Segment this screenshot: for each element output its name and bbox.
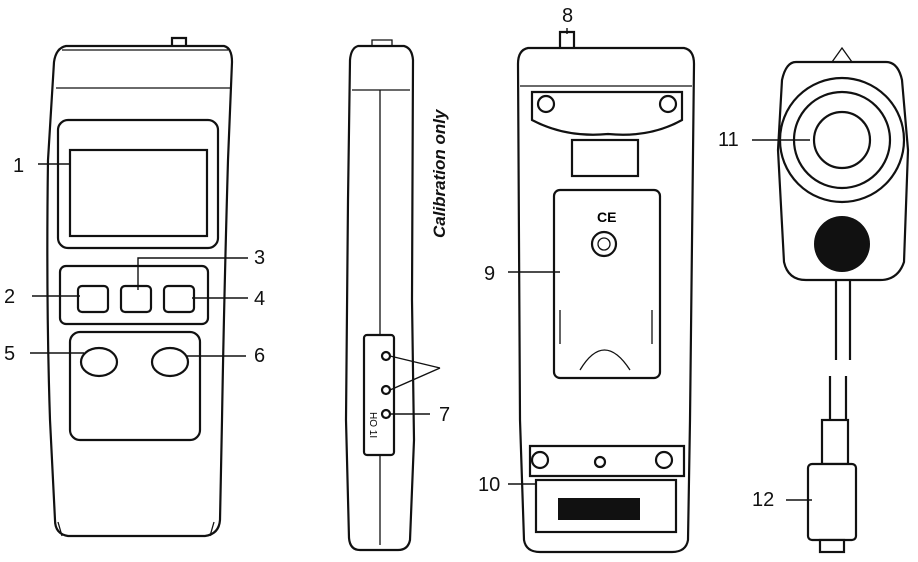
- lcd-display: [68, 148, 209, 238]
- button-right[interactable]: [162, 284, 196, 314]
- callout-3: 3: [254, 247, 265, 269]
- tripod-mount: [590, 230, 618, 258]
- plug-connector[interactable]: [806, 462, 858, 542]
- switch-label: HO 1I: [367, 412, 378, 438]
- back-top-plate: [530, 90, 684, 136]
- callout-10: 10: [478, 474, 500, 496]
- sensor-cable-lower: [828, 376, 848, 420]
- back-top-connector: [558, 30, 576, 48]
- plug-sleeve: [820, 418, 850, 466]
- calibration-screw-upper[interactable]: [380, 350, 392, 362]
- callout-5: 5: [4, 343, 15, 365]
- front-top-connector: [170, 36, 188, 46]
- button-middle[interactable]: [119, 284, 153, 314]
- screw-bottom-left: [530, 450, 550, 470]
- callout-9: 9: [484, 263, 495, 285]
- screw-bottom-right: [654, 450, 674, 470]
- callout-1: 1: [13, 155, 24, 177]
- sensor-cable-upper: [834, 280, 852, 360]
- callout-numbers: 1 2 3 4 5 6 7 8 9 10 11 12: [4, 5, 774, 511]
- sensor-probe: [776, 46, 910, 554]
- callout-11: 11: [718, 129, 739, 151]
- tilt-stand[interactable]: [552, 188, 662, 380]
- callout-8: 8: [562, 5, 573, 27]
- battery-door-slot: [558, 498, 640, 520]
- screw-top-right: [658, 94, 678, 114]
- ce-mark: CE: [597, 209, 616, 225]
- screw-top-left: [536, 94, 556, 114]
- calibration-note: Calibration only: [430, 108, 449, 238]
- battery-cover-top: [528, 444, 686, 478]
- hold-key[interactable]: [150, 346, 190, 378]
- range-switch[interactable]: [380, 408, 392, 420]
- back-view: CE: [516, 30, 696, 554]
- callout-leaders: [30, 28, 812, 501]
- display-bezel: [56, 118, 220, 250]
- callout-2: 2: [4, 286, 15, 308]
- screw-bottom-center: [593, 455, 607, 469]
- back-label-window: [570, 138, 640, 178]
- calibration-panel: [362, 333, 396, 457]
- callout-6: 6: [254, 345, 265, 367]
- callout-4: 4: [254, 288, 265, 310]
- callout-12: 12: [752, 489, 774, 511]
- callout-7: 7: [439, 404, 450, 426]
- lower-keypad: [68, 330, 202, 442]
- calibration-screw-lower[interactable]: [380, 384, 392, 396]
- photo-detector: [812, 110, 872, 170]
- sensor-cap: [814, 216, 870, 272]
- plug-tip: [818, 538, 846, 554]
- power-key[interactable]: [79, 346, 119, 378]
- side-view: HO 1I Calibration only: [344, 39, 449, 552]
- button-left[interactable]: [76, 284, 110, 314]
- front-view: [46, 36, 234, 538]
